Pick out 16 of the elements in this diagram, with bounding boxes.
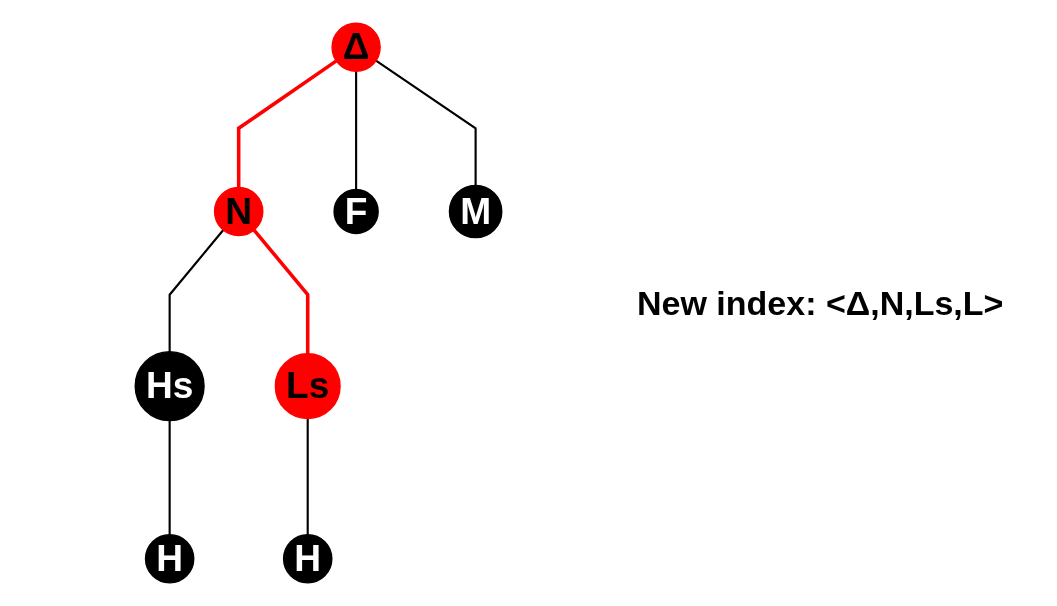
connector [306, 418, 309, 535]
connector [375, 59, 477, 186]
node-circle: F [333, 188, 379, 235]
node-circle: N [213, 186, 264, 237]
connector [252, 228, 310, 354]
node-circle: H [144, 533, 195, 584]
node-circle: Ls [274, 353, 341, 420]
note-text: New index: <Δ,N,Ls,L> [637, 283, 1004, 323]
node-circle: Hs [134, 351, 205, 422]
connector [236, 59, 338, 188]
node-circle: M [448, 184, 503, 239]
connector [168, 229, 225, 352]
node-circle: Δ [331, 22, 381, 72]
connector [355, 71, 358, 190]
connector [168, 420, 171, 535]
node-circle: H [282, 533, 333, 584]
